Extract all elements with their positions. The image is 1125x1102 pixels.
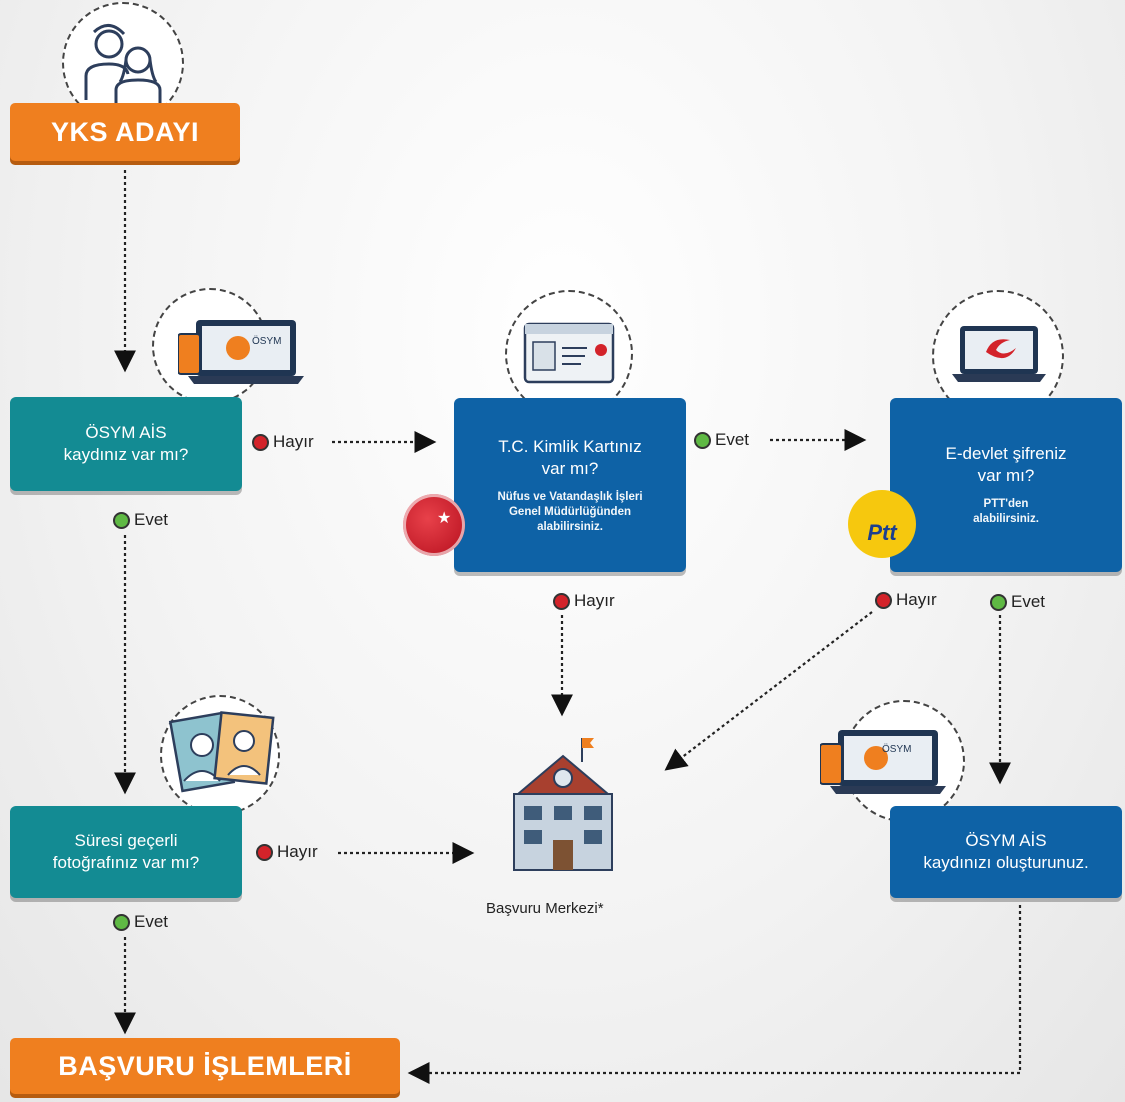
question-foto: Süresi geçerli fotoğrafınız var mı?: [10, 806, 242, 898]
id-card-icon: [505, 290, 633, 418]
edevlet-no-label: Hayır: [875, 590, 937, 610]
ais-no-label: Hayır: [252, 432, 314, 452]
yes-dot-icon: [113, 511, 130, 529]
yes-dot-icon: [113, 913, 130, 931]
kimlik-no-label: Hayır: [553, 591, 615, 611]
foto-yes-label: Evet: [113, 912, 168, 932]
start-node: YKS ADAYI: [10, 103, 240, 161]
question-kimlik-note: Nüfus ve Vatandaşlık İşleri Genel Müdürl…: [497, 490, 642, 535]
osym-logo-text: ÖSYM: [252, 335, 281, 347]
yes-dot-icon: [990, 593, 1007, 611]
start-label: YKS ADAYI: [50, 116, 200, 147]
kimlik-note-line2: Genel Müdürlüğünden: [508, 505, 632, 518]
osym-logo-text-2: ÖSYM: [882, 743, 911, 755]
question-edevlet-note: PTT'den alabilirsiniz.: [973, 497, 1039, 527]
question-kimlik-line1: T.C. Kimlik Kartınız: [498, 436, 642, 456]
building-icon: [513, 738, 613, 871]
arrow-edevlet-no-to-merkez: [664, 611, 873, 771]
question-kimlik-line2: var mı?: [541, 458, 599, 478]
basvuru-merkezi-label: Başvuru Merkezi*: [486, 900, 604, 917]
arrow-act-to-end: [407, 905, 1022, 1084]
question-edevlet-line2: var mı?: [977, 466, 1035, 485]
action-ais-line2: kaydınızı oluşturunuz.: [923, 853, 1089, 872]
edevlet-yes-label: Evet: [990, 592, 1045, 612]
question-edevlet-line1: E-devlet şifreniz: [945, 444, 1067, 463]
ptt-logo-text: Ptt: [867, 520, 897, 545]
no-dot-icon: [252, 433, 269, 451]
question-foto-line2: fotoğrafınız var mı?: [52, 853, 200, 872]
ptt-logo-icon: Ptt: [848, 490, 916, 558]
question-ais-line1: ÖSYM AİS: [85, 423, 167, 442]
edevlet-note-line2: alabilirsiniz.: [973, 513, 1039, 525]
kimlik-note-line1: Nüfus ve Vatandaşlık İşleri: [497, 490, 643, 503]
question-edevlet: E-devlet şifreniz var mı? PTT'den alabil…: [890, 398, 1122, 572]
nvi-star-icon: ★: [437, 510, 452, 527]
edevlet-note-line1: PTT'den: [983, 498, 1029, 510]
kimlik-yes-label: Evet: [694, 430, 749, 450]
action-ais-line1: ÖSYM AİS: [965, 831, 1047, 850]
no-dot-icon: [256, 843, 273, 861]
photo-icon: [160, 695, 280, 815]
nvi-logo-icon: ★: [403, 494, 465, 556]
no-dot-icon: [875, 591, 892, 609]
end-node: BAŞVURU İŞLEMLERİ: [10, 1038, 400, 1094]
end-label: BAŞVURU İŞLEMLERİ: [58, 1050, 352, 1081]
no-dot-icon: [553, 592, 570, 610]
action-create-ais: ÖSYM AİS kaydınızı oluşturunuz.: [890, 806, 1122, 898]
foto-no-label: Hayır: [256, 842, 318, 862]
question-foto-line1: Süresi geçerli: [74, 831, 178, 850]
question-ais-line2: kaydınız var mı?: [63, 445, 189, 464]
ais-yes-label: Evet: [113, 510, 168, 530]
question-ais: ÖSYM AİS kaydınız var mı?: [10, 397, 242, 491]
question-kimlik: T.C. Kimlik Kartınız var mı? Nüfus ve Va…: [454, 398, 686, 572]
yes-dot-icon: [694, 431, 711, 449]
osym-laptop-graphic: ÖSYM: [178, 320, 304, 384]
kimlik-note-line3: alabilirsiniz.: [537, 520, 603, 533]
osym-laptop-graphic-2: ÖSYM: [820, 730, 946, 794]
